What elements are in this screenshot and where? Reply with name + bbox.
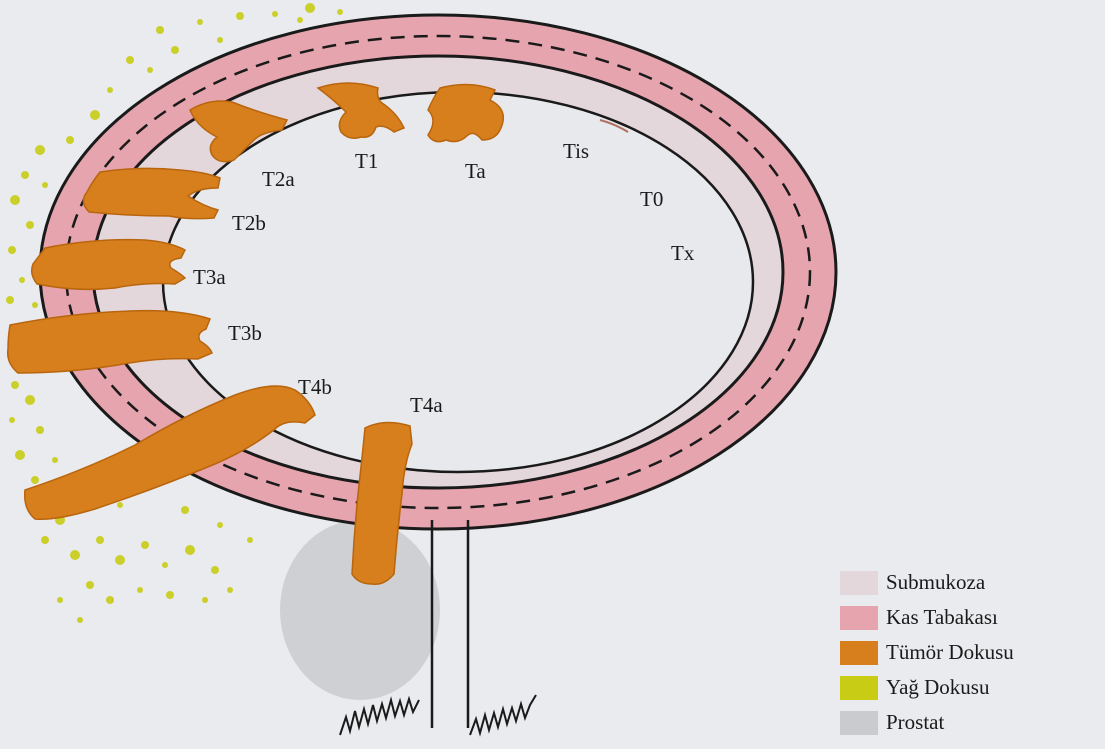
legend-item-kas-tabakasi: Kas Tabakası [840, 600, 1102, 635]
label-tis: Tis [563, 139, 589, 163]
label-t3b: T3b [228, 321, 262, 345]
label-t2b: T2b [232, 211, 266, 235]
legend-swatch [840, 711, 878, 735]
label-t4a: T4a [410, 393, 443, 417]
legend-label: Submukoza [886, 570, 985, 595]
legend-label: Yağ Dokusu [886, 675, 989, 700]
legend-item-prostat: Prostat [840, 705, 1102, 740]
legend-item-submukoza: Submukoza [840, 565, 1102, 600]
legend-item-tumor-dokusu: Tümör Dokusu [840, 635, 1102, 670]
label-t1: T1 [355, 149, 378, 173]
tumor-t3a [32, 240, 185, 290]
label-t2a: T2a [262, 167, 295, 191]
legend-swatch [840, 606, 878, 630]
legend-swatch [840, 571, 878, 595]
tumor-ta [428, 84, 503, 141]
legend-label: Tümör Dokusu [886, 640, 1014, 665]
label-t4b: T4b [298, 375, 332, 399]
base-tufts [340, 695, 536, 735]
legend: Submukoza Kas Tabakası Tümör Dokusu Yağ … [840, 565, 1102, 740]
label-t3a: T3a [193, 265, 226, 289]
label-ta: Ta [465, 159, 486, 183]
label-tx: Tx [671, 241, 695, 265]
legend-swatch [840, 676, 878, 700]
label-t0: T0 [640, 187, 663, 211]
legend-label: Prostat [886, 710, 944, 735]
legend-swatch [840, 641, 878, 665]
legend-label: Kas Tabakası [886, 605, 998, 630]
legend-item-yag-dokusu: Yağ Dokusu [840, 670, 1102, 705]
